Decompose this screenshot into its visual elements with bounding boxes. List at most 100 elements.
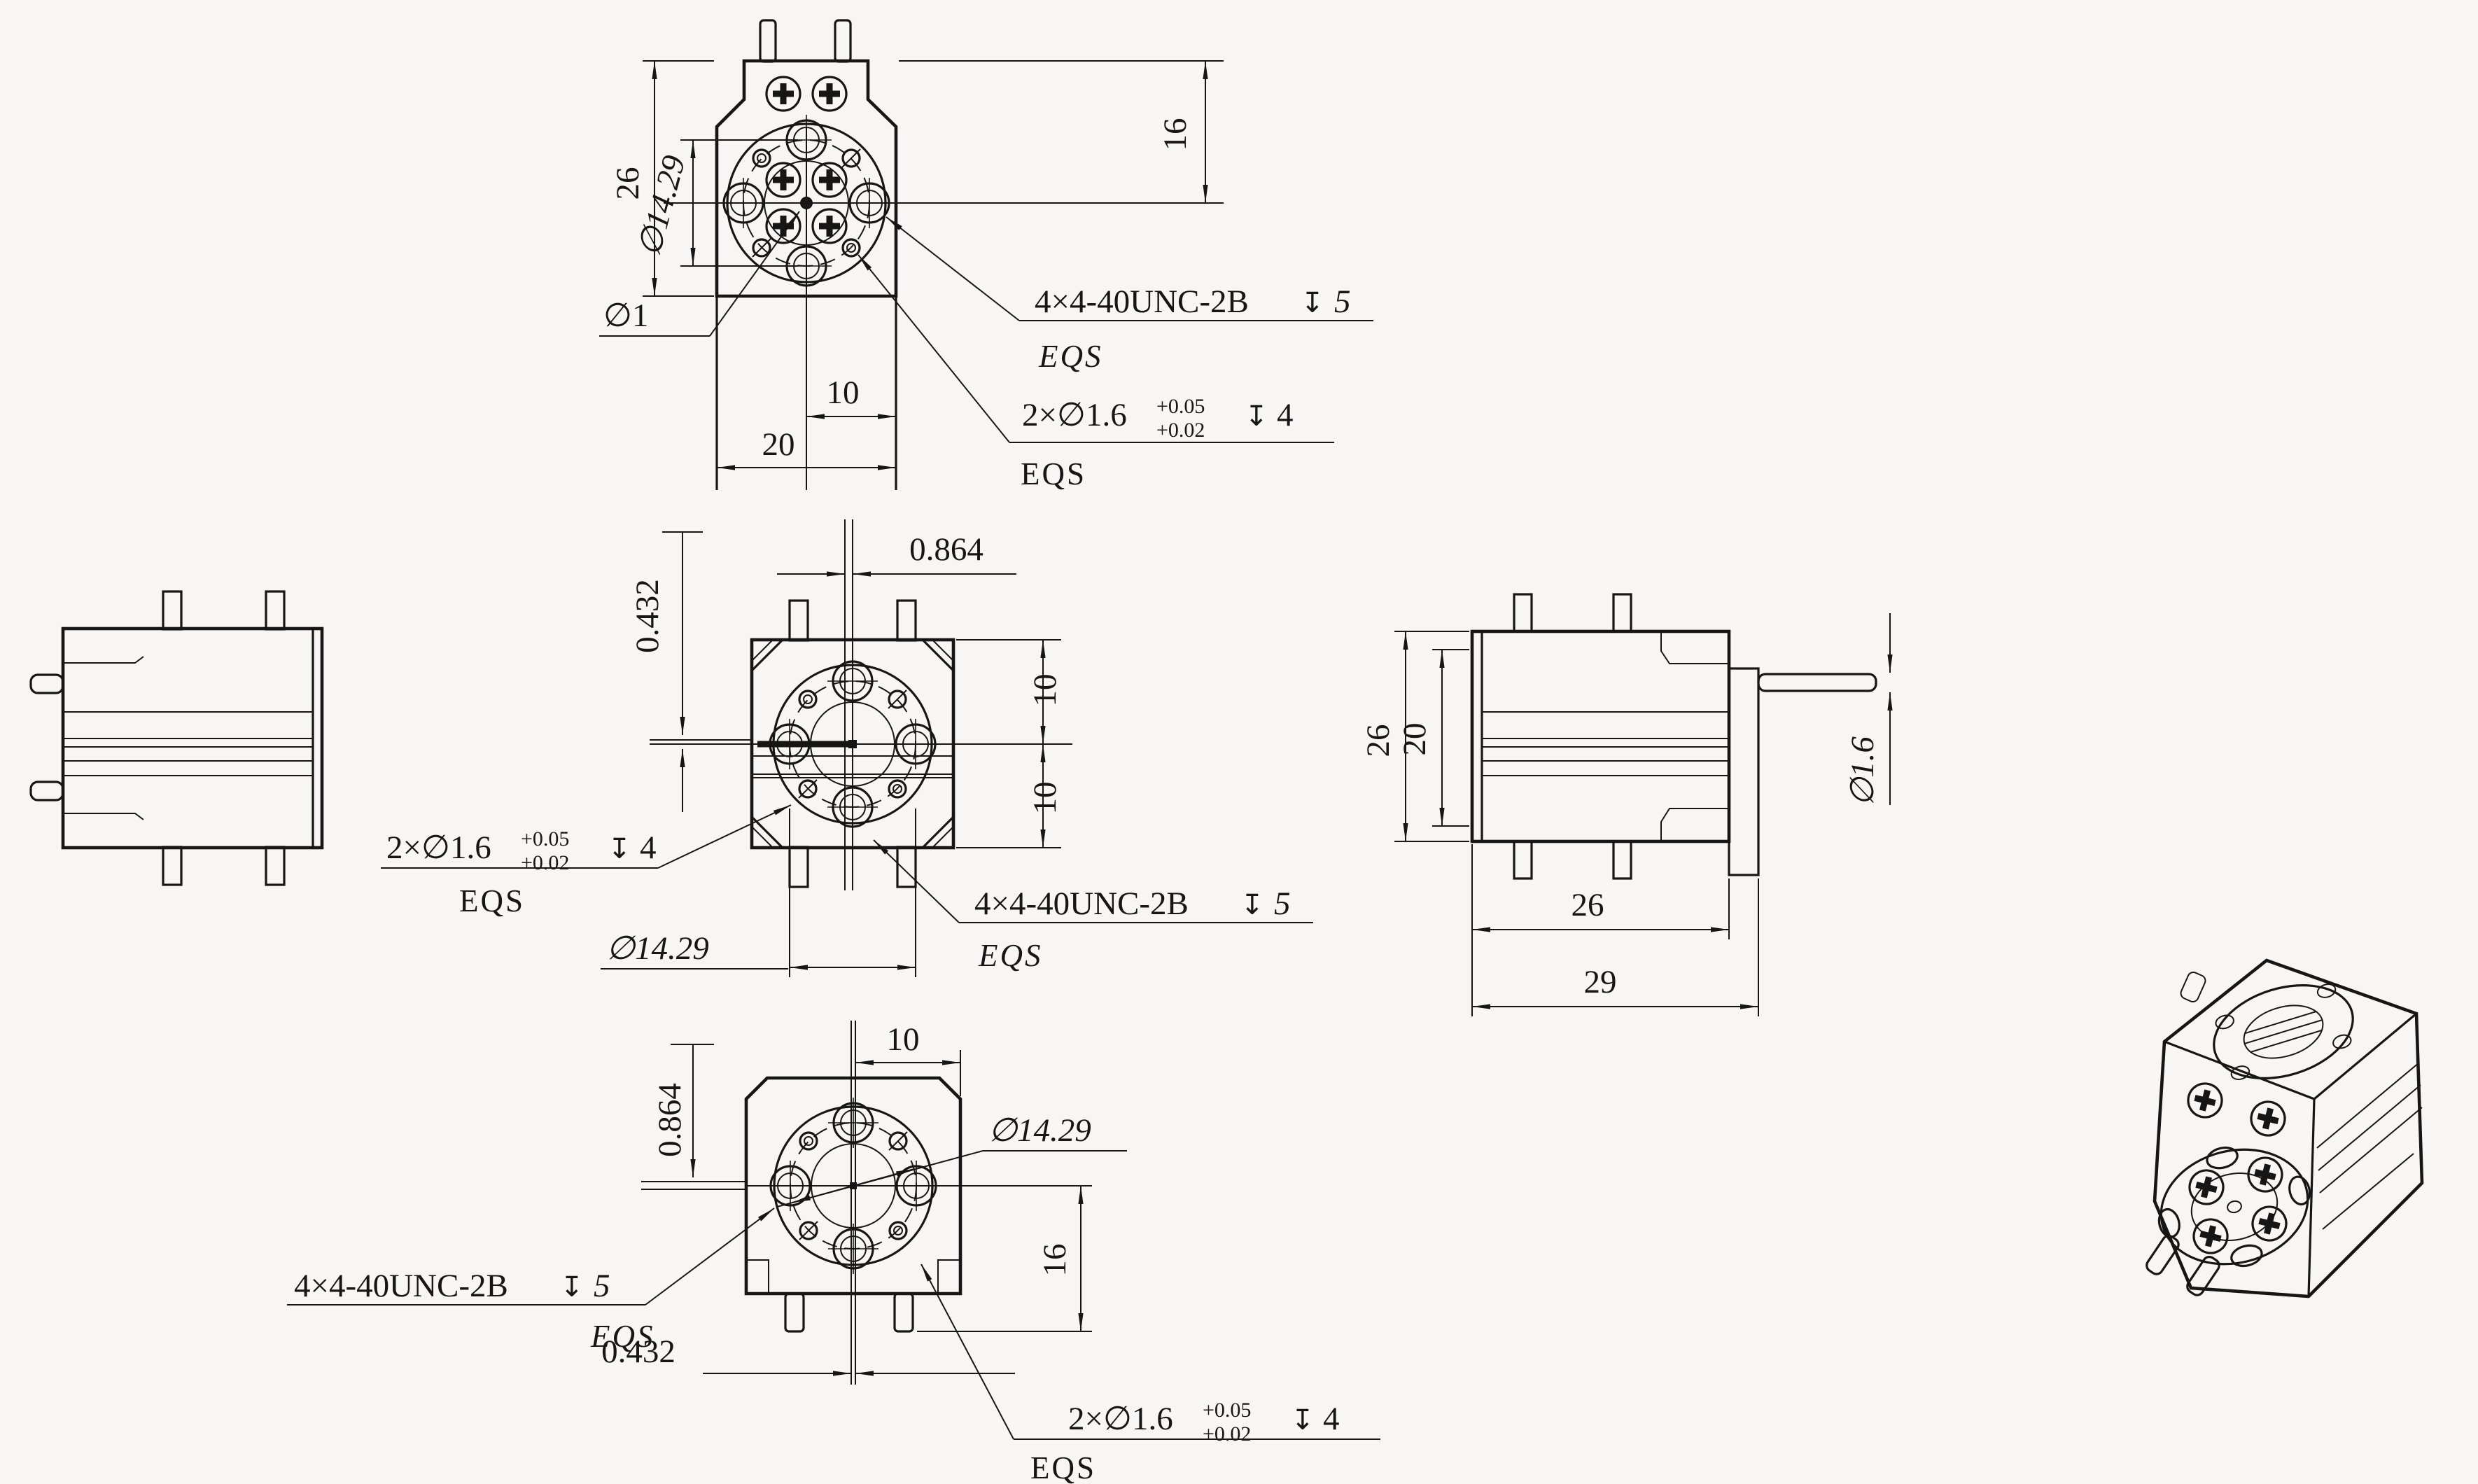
step-lines <box>746 1259 960 1292</box>
iso-rim-hole <box>2230 1065 2250 1080</box>
top-dim-height: 26 <box>610 167 646 200</box>
iso-top-outer-ellipse <box>2213 984 2354 1079</box>
tapped-hole-icon <box>717 176 770 230</box>
tapped-hole-icon <box>827 1222 880 1275</box>
top-pinhole-tol-lower: +0.02 <box>1156 419 1205 442</box>
top-dim-top-to-center: 16 <box>1157 118 1194 151</box>
front-thread-depth: 5 <box>1274 886 1291 922</box>
right-dim-pin-diameter: ∅1.6 <box>1844 736 1881 806</box>
offset-centerlines-vertical <box>844 519 853 890</box>
iso-coax-pin <box>2146 1234 2180 1275</box>
left-side-view <box>29 590 324 886</box>
top-view-pin <box>759 19 777 63</box>
bottom-dim-bolt-circle: ∅14.29 <box>988 1112 1091 1149</box>
corner-chamfers <box>750 638 955 849</box>
terminal-pin <box>893 1292 914 1333</box>
leader-line <box>709 211 800 337</box>
iso-stripes <box>2316 1062 2423 1230</box>
iso-rim-hole <box>2332 1034 2352 1049</box>
ext-lines <box>680 139 798 267</box>
flange-plate <box>1728 667 1760 876</box>
depth-symbol-icon: ↧ <box>1240 889 1264 921</box>
pin-hole-icon <box>799 1131 818 1151</box>
pin-hole-icon <box>887 689 908 710</box>
leader-line <box>886 216 1020 321</box>
iso-face-inner-ellipse <box>2190 1172 2278 1242</box>
terminal-pin <box>1612 593 1632 633</box>
top-view-pin <box>834 19 852 63</box>
front-dim-center-to-top: 10 <box>1027 674 1063 707</box>
tapped-hole-icon <box>827 1096 880 1149</box>
bottom-pinhole-tol-lower: +0.02 <box>1203 1422 1251 1446</box>
pin-hole-icon <box>798 1220 819 1241</box>
iso-coax-pin <box>2186 1255 2220 1296</box>
phillips-screw-icon <box>2248 1202 2291 1245</box>
phillips-screw-icon <box>2246 1097 2290 1140</box>
top-view: 26 16 ∅14.29 ∅1 10 20 4×4-40UNC-2B ↧ 5 E… <box>599 19 1373 491</box>
stripe-lines <box>63 711 313 776</box>
front-dim-center-to-bottom: 10 <box>1027 782 1063 815</box>
front-view: 0.432 0.864 10 10 ∅14.29 2×∅1.6 +0.05 +0… <box>381 519 1313 977</box>
iso-top-stripe-lines <box>2244 1010 2323 1054</box>
phillips-screw-icon <box>2189 1214 2232 1258</box>
right-dim-body-depth: 26 <box>1572 887 1604 923</box>
ext-lines <box>789 808 916 977</box>
iso-rim-post <box>2230 1244 2263 1268</box>
front-thread-note: 4×4-40UNC-2B <box>974 886 1189 922</box>
top-pinhole-tol-upper: +0.05 <box>1156 395 1205 418</box>
isometric-view <box>2146 958 2424 1298</box>
iso-connector-face <box>2157 1146 2311 1268</box>
terminal-pin <box>1612 840 1632 880</box>
bottom-thread-note: 4×4-40UNC-2B <box>294 1268 508 1304</box>
center-pin-dot <box>800 197 813 209</box>
leader-line <box>645 1208 775 1306</box>
bottom-pinhole-depth: 4 <box>1323 1401 1340 1437</box>
offset-centerlines-horizontal <box>650 739 752 745</box>
diameter-arrow <box>792 1185 854 1203</box>
depth-symbol-icon: ↧ <box>1245 400 1268 433</box>
pin-hole-icon <box>888 1130 909 1152</box>
stripe-lines <box>1482 711 1729 776</box>
iso-face-outer-ellipse <box>2160 1148 2309 1266</box>
coax-pin <box>29 673 64 694</box>
bottom-view-body <box>744 1076 962 1296</box>
phillips-screw-icon <box>2185 1166 2228 1209</box>
terminal-pin <box>1513 840 1533 880</box>
bottom-pinhole-tol-upper: +0.05 <box>1203 1399 1251 1422</box>
terminal-pin <box>788 599 809 642</box>
top-thread-depth: 5 <box>1334 284 1351 320</box>
front-pinhole-depth: 4 <box>640 830 657 866</box>
depth-symbol-icon: ↧ <box>1301 287 1324 319</box>
terminal-pin <box>265 590 286 631</box>
corner-chamfers-inner <box>751 639 954 848</box>
diameter-arrow <box>853 1168 915 1186</box>
iso-face-edges <box>2164 1012 2418 1297</box>
iso-rim-hole <box>2316 983 2337 998</box>
terminal-pin <box>788 846 809 888</box>
terminal-pin <box>162 590 183 631</box>
top-dim-width: 20 <box>762 426 795 463</box>
top-pinhole-eqs: EQS <box>1021 456 1086 491</box>
iso-top-recess <box>2213 983 2354 1080</box>
phillips-screw-icon <box>765 76 802 112</box>
right-dim-overall-depth: 29 <box>1584 964 1617 1000</box>
top-view-flange-outline <box>715 59 898 298</box>
front-pinhole-tol-upper: +0.05 <box>521 827 569 850</box>
front-dim-offset-vertical: 0.432 <box>629 579 666 653</box>
pin-hole-icon <box>797 778 818 799</box>
terminal-pin <box>784 1292 805 1333</box>
right-dim-inner-height: 20 <box>1396 723 1433 756</box>
iso-top-pin <box>2180 972 2206 1002</box>
front-dim-bolt-circle: ∅14.29 <box>606 930 709 967</box>
bottom-view: 0.864 10 16 0.432 ∅14.29 4×4-40UNC-2B ↧ … <box>287 1021 1380 1484</box>
front-thread-eqs: EQS <box>978 938 1043 973</box>
iso-rim-post <box>2288 1175 2311 1206</box>
top-dim-half-width: 10 <box>827 374 860 411</box>
top-thread-eqs: EQS <box>1038 339 1103 374</box>
terminal-pin <box>1513 593 1533 633</box>
terminal-pin <box>162 846 183 886</box>
bottom-dim-offset-horizontal: 0.432 <box>601 1334 676 1370</box>
right-dim-height: 26 <box>1360 724 1396 757</box>
iso-rim-hole <box>2215 1014 2234 1030</box>
right-side-view: 26 20 ∅1.6 26 29 <box>1360 593 1893 1016</box>
